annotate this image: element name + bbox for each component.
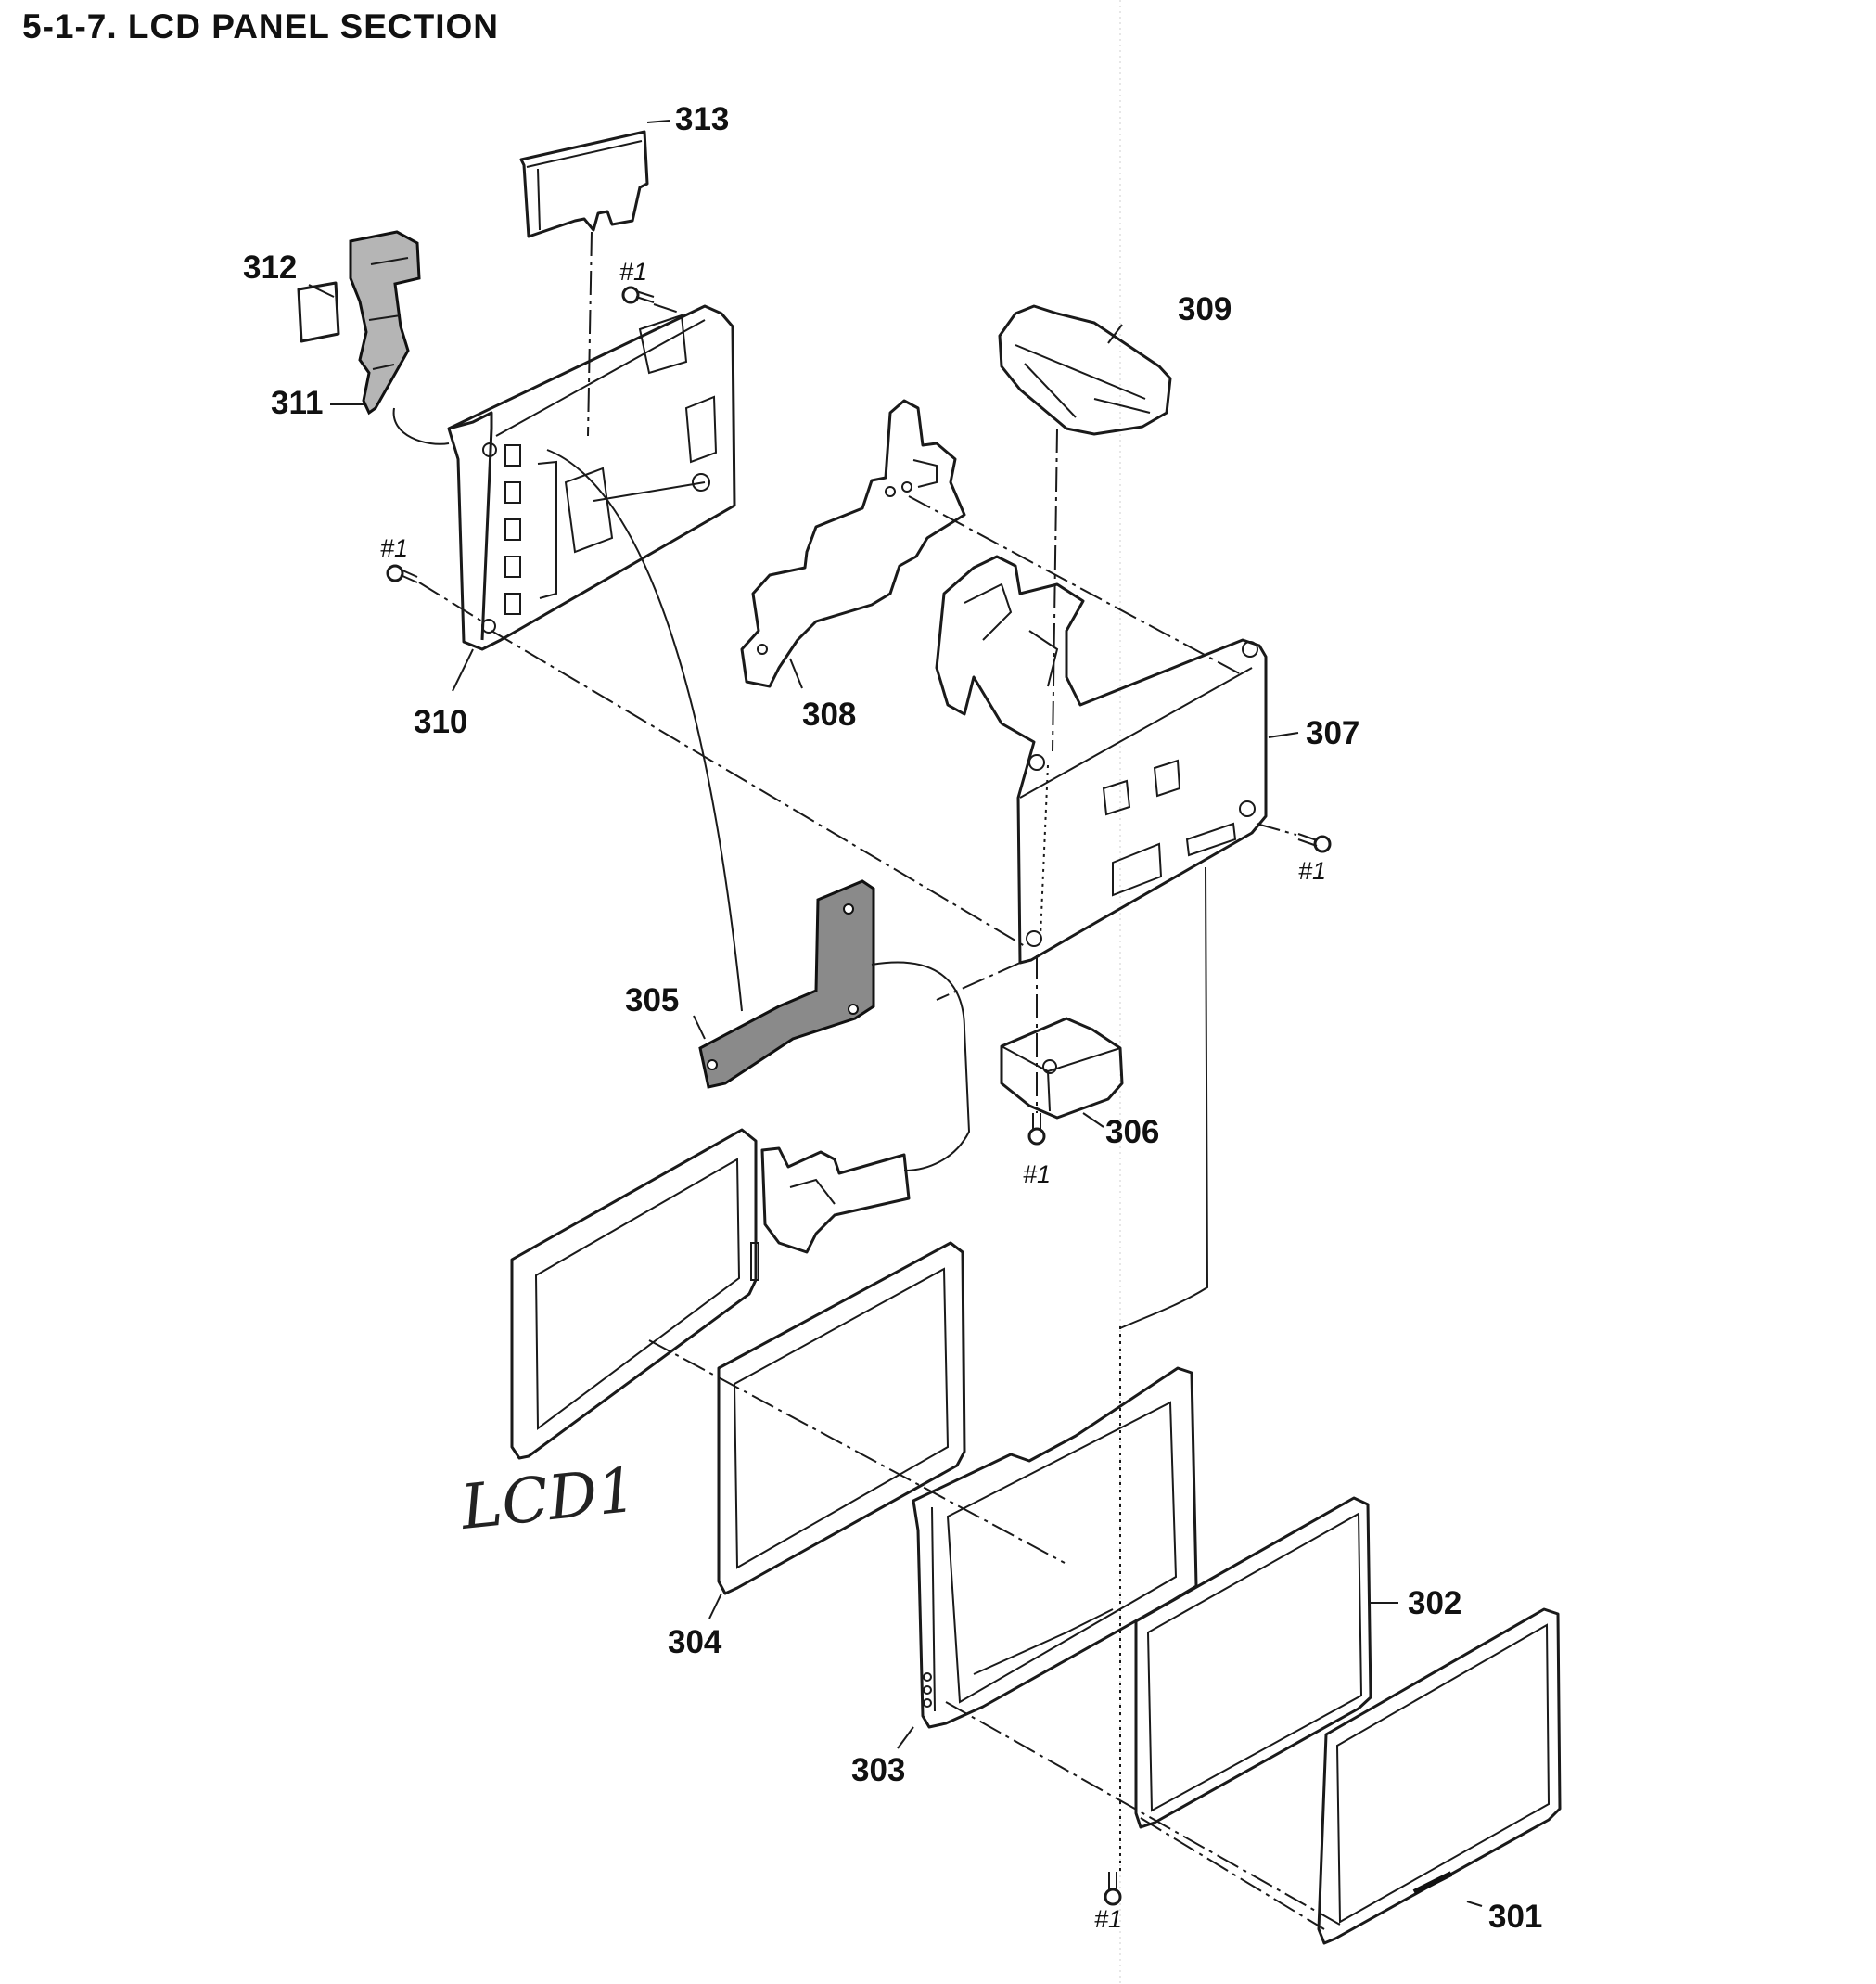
assembly-lines — [392, 231, 1341, 1930]
label-311: 311 — [271, 385, 323, 421]
part-302-panel-window — [1134, 1496, 1372, 1829]
screw-label: #1 — [380, 534, 408, 562]
screw-icon — [1297, 833, 1332, 853]
label-306: 306 — [1105, 1114, 1159, 1150]
handwritten-note: LCD1 — [457, 1454, 640, 1543]
label-304: 304 — [668, 1624, 722, 1660]
label-307: 307 — [1306, 715, 1359, 751]
screw-icon — [621, 286, 655, 304]
label-313: 313 — [675, 101, 729, 137]
label-302: 302 — [1408, 1585, 1461, 1621]
part-313-cover — [519, 130, 649, 238]
part-311-flex — [349, 230, 421, 416]
part-310-frame — [447, 304, 736, 651]
label-310: 310 — [414, 704, 467, 740]
screw-label: #1 — [1298, 857, 1326, 885]
label-308: 308 — [802, 697, 856, 733]
part-304-bezel — [717, 1241, 966, 1595]
label-309: 309 — [1178, 291, 1232, 327]
screw-icon — [386, 564, 418, 583]
part-307-chassis — [935, 555, 1268, 965]
screw-label: #1 — [1023, 1160, 1051, 1188]
part-305-pcb — [698, 879, 875, 1089]
screw-icon — [1104, 1872, 1122, 1906]
label-303: 303 — [851, 1752, 905, 1788]
part-312-sheet — [297, 281, 340, 343]
screw-label: #1 — [1094, 1905, 1122, 1933]
part-306-block — [1000, 1017, 1124, 1120]
screw-label: #1 — [619, 258, 647, 286]
label-leaders — [308, 120, 1483, 1907]
label-301: 301 — [1488, 1899, 1542, 1935]
screw-icon — [1027, 1113, 1046, 1146]
label-312: 312 — [243, 250, 297, 286]
part-lcd1-panel — [510, 1128, 911, 1460]
label-305: 305 — [625, 982, 679, 1018]
part-308-bracket — [740, 399, 966, 688]
part-309-shield — [998, 304, 1172, 436]
page-title: 5-1-7. LCD PANEL SECTION — [22, 7, 499, 45]
part-303-cabinet — [912, 1366, 1198, 1729]
part-301-front-panel — [1317, 1607, 1562, 1945]
